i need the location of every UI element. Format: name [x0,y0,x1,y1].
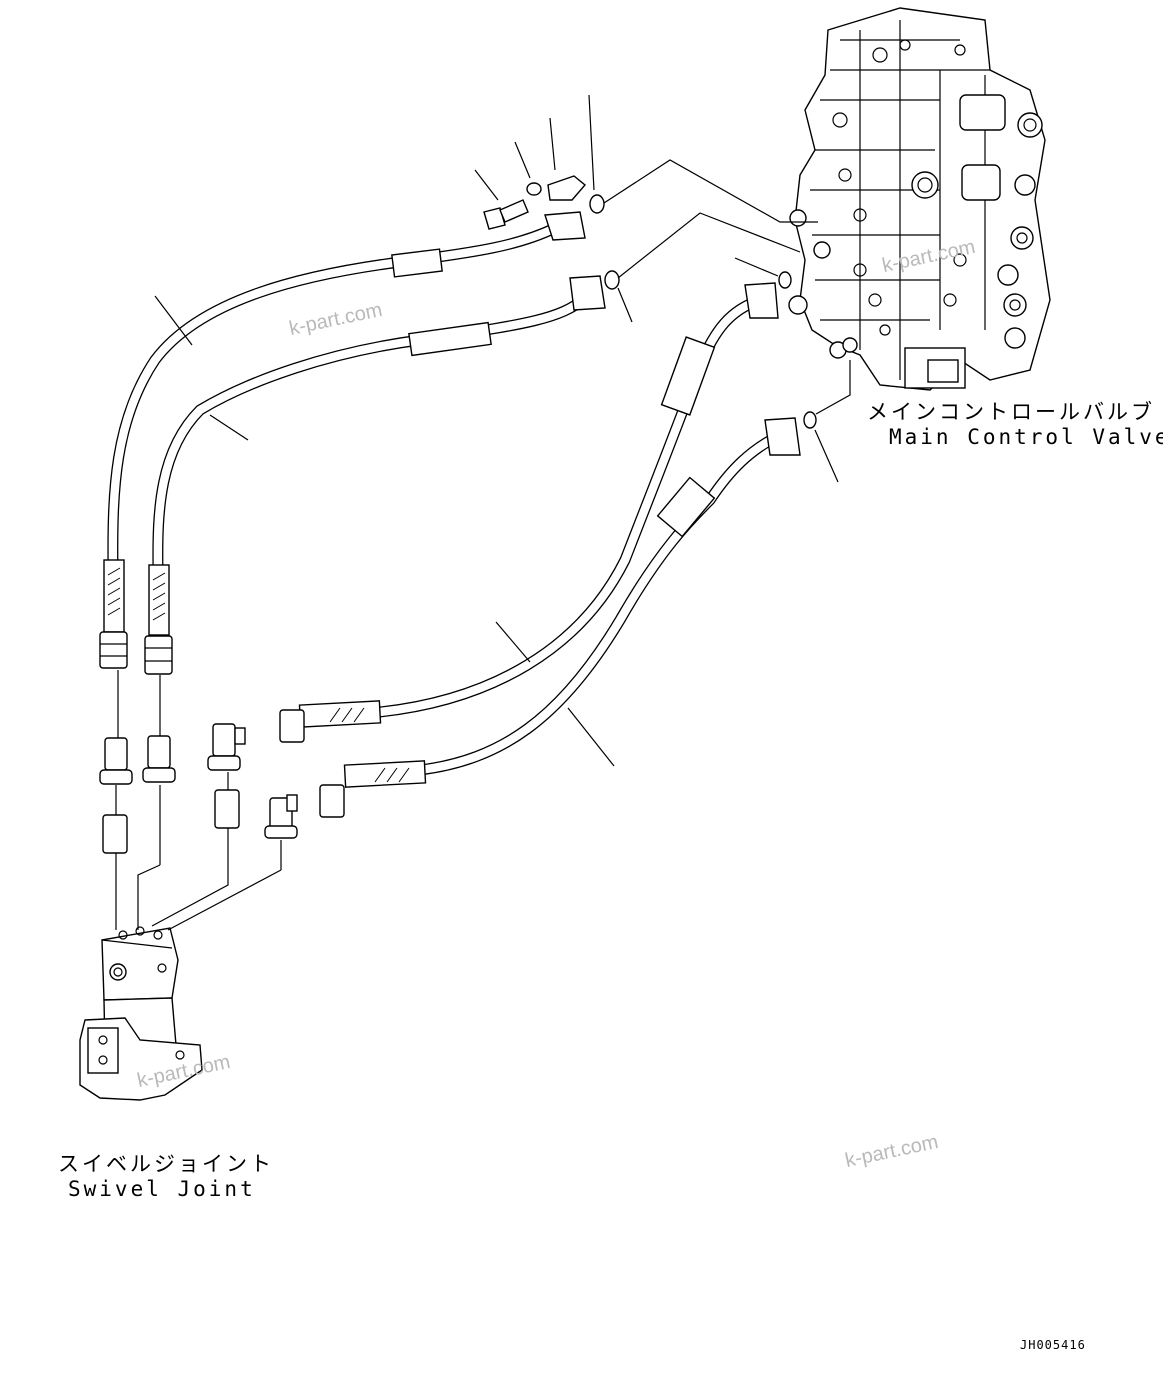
adapter-2 [214,789,240,829]
drawing-code: JH005416 [1020,1338,1086,1352]
hose-2 [144,275,606,675]
swivel-joint-label-en: Swivel Joint [68,1177,256,1201]
main-control-valve [788,7,1051,391]
fitting-tee-1 [207,723,246,771]
hose-1 [99,211,586,669]
hose-4 [319,417,801,818]
o-ring-4 [803,411,817,429]
washer [526,182,542,196]
main-control-valve-label-jp: メインコントロールバルブ [867,400,1155,424]
o-ring-1 [589,194,605,214]
hose-3 [279,282,779,743]
fitting-elbow-2 [142,735,176,783]
split-flange-clamp [547,175,587,201]
fitting-elbow-1 [99,737,133,785]
swivel-joint-label-jp: スイベルジョイント [58,1152,274,1176]
o-ring-2 [604,270,620,290]
swivel-joint [79,926,203,1101]
fitting-tee-2 [264,794,298,839]
adapter-1 [102,814,128,854]
bolt [483,199,529,230]
main-control-valve-label-en: Main Control Valve [889,425,1163,449]
leader-lines [115,94,851,931]
o-ring-3 [778,271,792,289]
